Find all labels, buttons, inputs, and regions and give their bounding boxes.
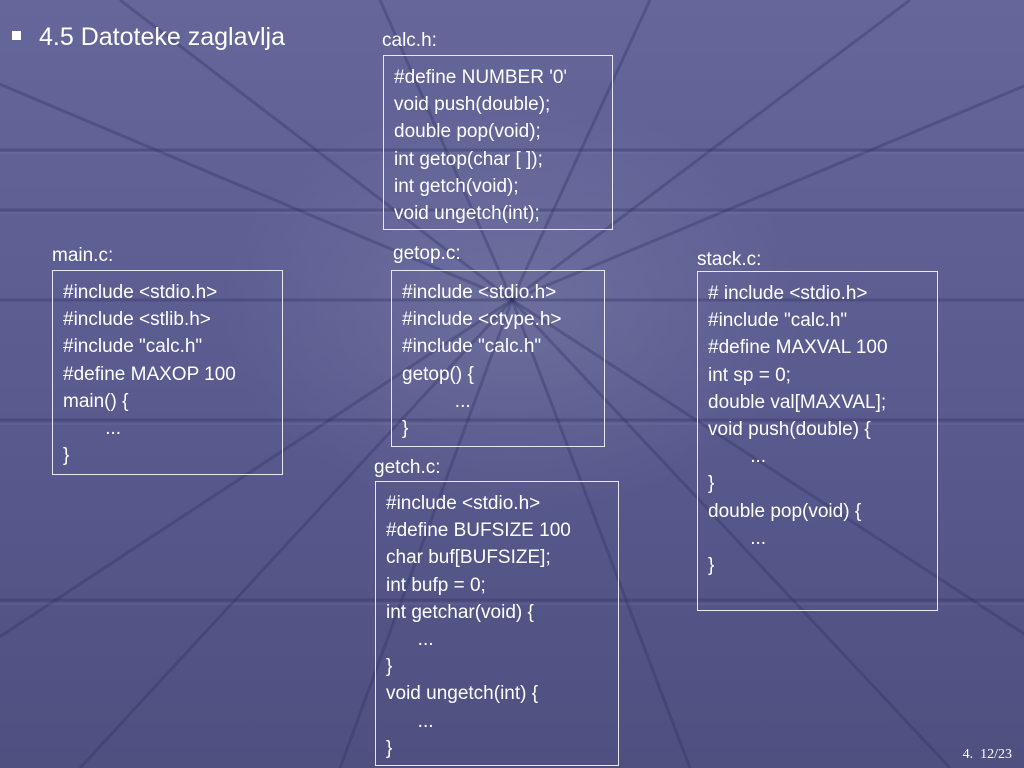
- code-line: ...: [386, 710, 434, 732]
- code-line: void push(double) {: [708, 419, 871, 441]
- code-line: #include <stdio.h>: [402, 282, 557, 303]
- code-line: #include "calc.h": [708, 310, 848, 332]
- stack-c-code-box: # include <stdio.h> #include "calc.h" #d…: [697, 271, 938, 611]
- code-line: int sp = 0;: [708, 364, 791, 386]
- square-bullet-icon: [12, 31, 21, 40]
- code-line: ...: [708, 446, 767, 468]
- code-line: }: [386, 737, 393, 759]
- code-line: double pop(void) {: [708, 500, 862, 522]
- code-line: ...: [63, 418, 122, 440]
- code-line: void ungetch(int);: [394, 203, 540, 225]
- calc-h-code-box: #define NUMBER '0' void push(double); do…: [383, 55, 613, 230]
- code-line: #define BUFSIZE 100: [386, 520, 571, 542]
- stack-c-label: stack.c:: [697, 249, 762, 270]
- code-line: double val[MAXVAL];: [708, 391, 887, 413]
- code-line: #define NUMBER '0': [394, 67, 568, 88]
- code-line: }: [63, 445, 70, 467]
- code-line: }: [402, 418, 409, 440]
- code-line: #include <stdio.h>: [63, 282, 218, 303]
- code-line: void ungetch(int) {: [386, 683, 539, 705]
- slide-title-text: 4.5 Datoteke zaglavlja: [39, 23, 285, 51]
- code-line: main() {: [63, 390, 129, 412]
- slide-title: 4.5 Datoteke zaglavlja: [12, 22, 285, 52]
- code-line: #define MAXOP 100: [63, 363, 236, 385]
- code-line: # include <stdio.h>: [708, 283, 868, 304]
- main-c-label: main.c:: [52, 245, 114, 266]
- code-line: #include <stlib.h>: [63, 309, 211, 331]
- code-line: int bufp = 0;: [386, 574, 486, 596]
- code-line: ...: [402, 390, 471, 412]
- code-line: }: [708, 473, 715, 495]
- code-line: #include <stdio.h>: [386, 493, 541, 514]
- code-line: ...: [386, 629, 434, 651]
- code-line: ...: [708, 527, 767, 549]
- main-c-code-box: #include <stdio.h> #include <stlib.h> #i…: [52, 270, 283, 475]
- code-line: int getch(void);: [394, 175, 519, 197]
- calc-h-label: calc.h:: [382, 30, 437, 51]
- code-line: #include "calc.h": [402, 336, 542, 358]
- code-line: int getop(char [ ]);: [394, 148, 543, 170]
- code-line: #include "calc.h": [63, 336, 203, 358]
- getop-c-label: getop.c:: [393, 243, 461, 264]
- code-line: void push(double);: [394, 94, 551, 116]
- getch-c-label: getch.c:: [374, 457, 441, 478]
- code-line: }: [708, 555, 715, 577]
- code-line: double pop(void);: [394, 121, 541, 143]
- code-line: getop() {: [402, 363, 474, 385]
- code-line: #define MAXVAL 100: [708, 337, 888, 359]
- code-line: #include <ctype.h>: [402, 309, 562, 331]
- code-line: }: [386, 656, 393, 678]
- getch-c-code-box: #include <stdio.h> #define BUFSIZE 100 c…: [375, 481, 619, 766]
- code-line: char buf[BUFSIZE];: [386, 547, 551, 569]
- getop-c-code-box: #include <stdio.h> #include <ctype.h> #i…: [391, 270, 605, 447]
- slide-number: 4. 12/23: [962, 747, 1012, 762]
- code-line: int getchar(void) {: [386, 601, 534, 623]
